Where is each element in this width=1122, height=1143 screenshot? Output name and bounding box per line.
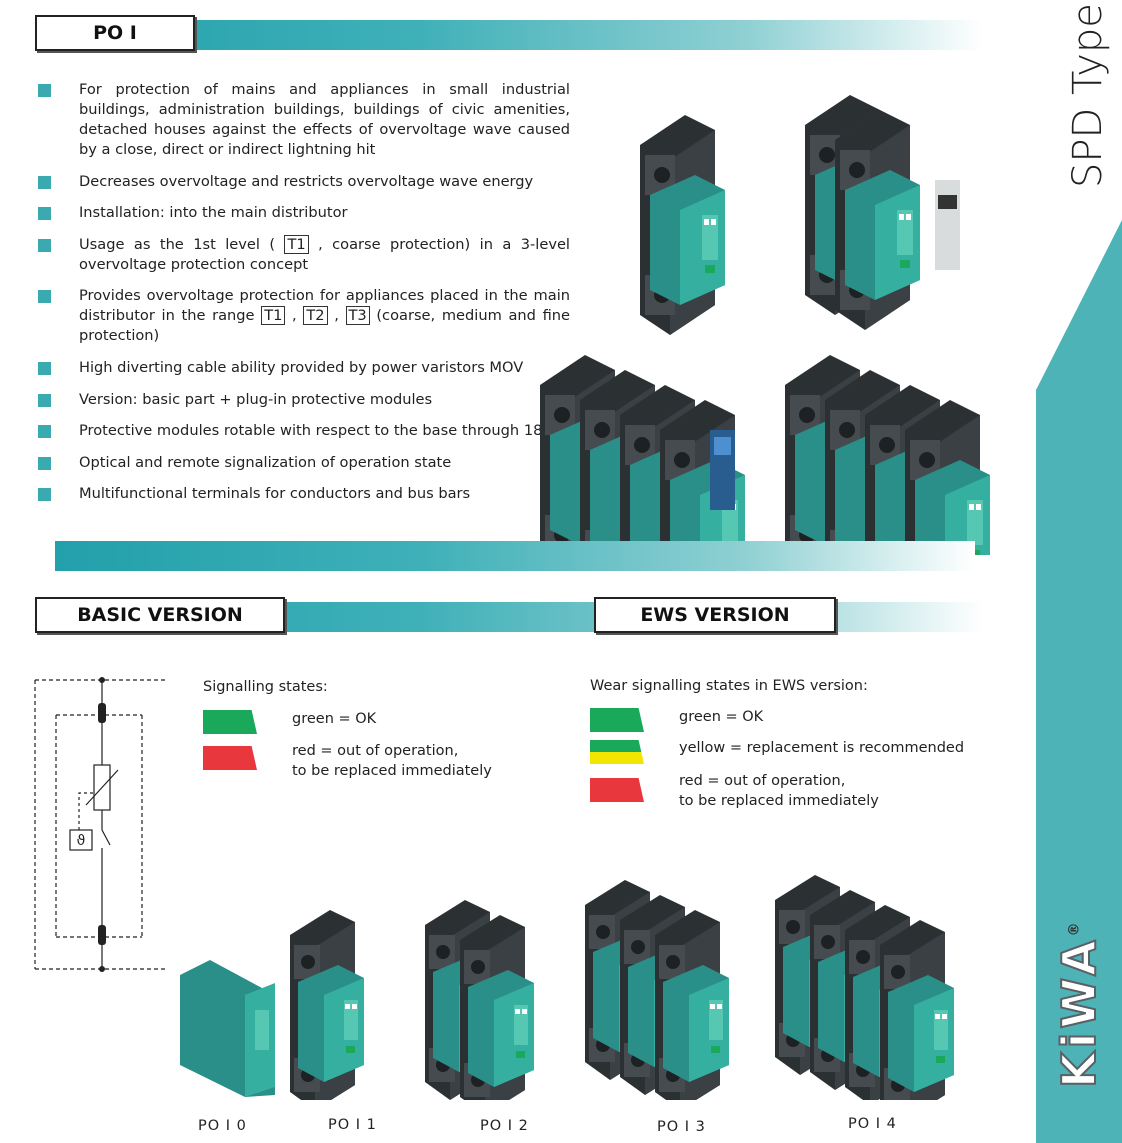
ews-signalling-title: Wear signalling states in EWS version: — [590, 678, 868, 694]
thermal-symbol: ϑ — [77, 833, 86, 849]
product-label-po1: PO I 1 — [328, 1117, 377, 1133]
bullet-icon — [38, 84, 51, 97]
basic-green-label: green = OK — [292, 711, 377, 727]
basic-signalling-title: Signalling states: — [203, 679, 328, 695]
bullet-icon — [38, 290, 51, 304]
red-swatch — [203, 746, 257, 770]
feature-item: Decreases overvoltage and restricts over… — [38, 172, 570, 192]
bullet-icon — [38, 175, 51, 189]
feature-item: Multifunctional terminals for conductors… — [38, 484, 570, 504]
circuit-diagram: ϑ — [34, 677, 166, 972]
header-band — [38, 20, 983, 50]
feature-item: Version: basic part + plug-in protective… — [38, 390, 570, 410]
product-image-top — [540, 95, 990, 555]
ews-yellow-label: yellow = replacement is recommended — [679, 740, 965, 756]
product-label-po4: PO I 4 — [848, 1116, 897, 1132]
side-panel-accent — [1036, 220, 1122, 1143]
product-label-po2: PO I 2 — [480, 1118, 529, 1134]
bullet-icon — [38, 488, 51, 502]
divider-band — [55, 541, 975, 571]
feature-item: Provides overvoltage protection for appl… — [38, 286, 570, 346]
product-tag: PO I — [35, 15, 195, 51]
ews-yellow-swatch — [590, 740, 644, 764]
basic-red-label: red = out of operation,to be replaced im… — [292, 743, 492, 779]
bullet-icon — [38, 361, 51, 375]
feature-item: Usage as the 1st level ( T1 , coarse pro… — [38, 234, 570, 275]
class-box: T2 — [303, 306, 328, 326]
ews-red-swatch — [590, 778, 644, 802]
class-box: T1 — [284, 234, 309, 254]
product-image-bottom — [180, 875, 954, 1100]
green-swatch — [203, 710, 257, 734]
feature-item: Protective modules rotable with respect … — [38, 421, 570, 441]
feature-list: For protection of mains and appliances i… — [38, 80, 570, 516]
ews-version-title: EWS VERSION — [594, 597, 836, 633]
feature-item: Optical and remote signalization of oper… — [38, 453, 570, 473]
bullet-icon — [38, 425, 51, 439]
basic-version-title: BASIC VERSION — [35, 597, 285, 633]
class-box: T1 — [261, 306, 286, 326]
ews-green-label: green = OK — [679, 709, 764, 725]
class-box: T3 — [345, 306, 370, 326]
ews-red-label: red = out of operation,to be replaced im… — [679, 773, 879, 809]
product-label-po3: PO I 3 — [657, 1119, 706, 1135]
bullet-icon — [38, 456, 51, 470]
bullet-icon — [38, 238, 51, 252]
spd-type-title: SPD Type 1 — [1065, 0, 1111, 188]
bullet-icon — [38, 207, 51, 221]
feature-item: For protection of mains and appliances i… — [38, 80, 570, 160]
feature-item: High diverting cable ability provided by… — [38, 358, 570, 378]
feature-item: Installation: into the main distributor — [38, 203, 570, 223]
product-label-po0: PO I 0 — [198, 1118, 247, 1134]
kiwa-logo: KiWA® — [1051, 918, 1107, 1089]
ews-green-swatch — [590, 708, 644, 732]
bullet-icon — [38, 393, 51, 407]
